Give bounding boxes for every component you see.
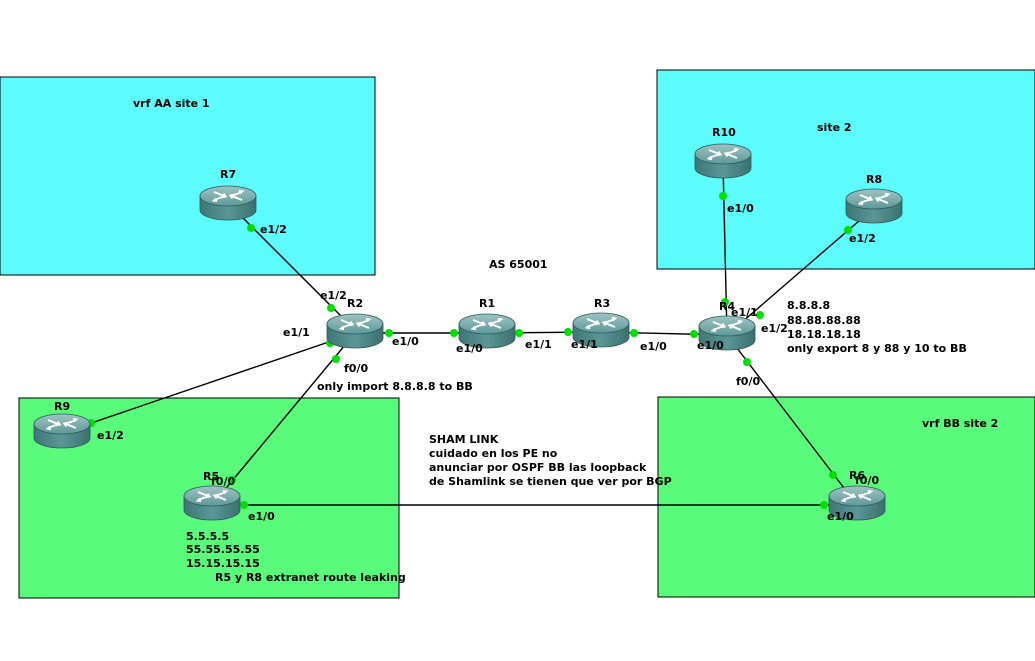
router-icon — [33, 413, 91, 449]
router-icon — [326, 313, 384, 349]
note-sham-link-2: cuidado en los PE no — [429, 447, 558, 460]
router-label-r3: R3 — [594, 297, 610, 310]
router-r10[interactable] — [694, 143, 752, 179]
note-r5-loopback-3: 15.15.15.15 — [186, 557, 260, 570]
router-r9[interactable] — [33, 413, 91, 449]
note-r5-loopback-1: 5.5.5.5 — [186, 530, 229, 543]
if-r9-e12: e1/2 — [97, 429, 124, 442]
if-r10-e10: e1/0 — [727, 202, 754, 215]
if-r5-f00: f0/0 — [211, 475, 235, 488]
router-label-r6: R6 — [849, 469, 865, 482]
router-label-r2: R2 — [347, 297, 363, 310]
note-r4-loopback-1: 8.8.8.8 — [787, 299, 830, 312]
router-icon — [694, 143, 752, 179]
area-vrf-aa-site1 — [0, 76, 376, 276]
router-label-r10: R10 — [712, 126, 736, 139]
note-r4-export: only export 8 y 88 y 10 to BB — [787, 342, 967, 355]
if-r4-e10: e1/0 — [697, 339, 724, 352]
if-r3-e11: e1/1 — [571, 338, 598, 351]
router-label-r1: R1 — [479, 297, 495, 310]
router-r2[interactable] — [326, 313, 384, 349]
link-r2-r5 — [211, 332, 356, 506]
router-label-r4: R4 — [719, 300, 735, 313]
area-label-vrf-bb-site2: vrf BB site 2 — [922, 417, 998, 430]
area-label-vrf-aa-site1: vrf AA site 1 — [133, 97, 210, 110]
router-r7[interactable] — [199, 185, 257, 221]
if-r2-e10: e1/0 — [392, 335, 419, 348]
area-label-site2: site 2 — [817, 121, 852, 134]
router-label-r5: R5 — [203, 470, 219, 483]
if-r2-f00: f0/0 — [344, 362, 368, 375]
note-sham-link-3: anunciar por OSPF BB las loopback — [429, 461, 647, 474]
if-r4-f00: f0/0 — [736, 375, 760, 388]
router-icon — [845, 188, 903, 224]
if-r1-e11: e1/1 — [525, 338, 552, 351]
router-icon — [183, 485, 241, 521]
note-r4-loopback-3: 18.18.18.18 — [787, 328, 861, 341]
if-r3-e10: e1/0 — [640, 340, 667, 353]
if-r8-e12: e1/2 — [849, 232, 876, 245]
note-r5-loopback-2: 55.55.55.55 — [186, 543, 260, 556]
if-r6-f00: f0/0 — [855, 474, 879, 487]
note-r5-r8-extranet: R5 y R8 extranet route leaking — [215, 571, 406, 584]
note-sham-link-4: de Shamlink se tienen que ver por BGP — [429, 475, 672, 488]
router-r8[interactable] — [845, 188, 903, 224]
if-r2-e12: e1/2 — [320, 289, 347, 302]
link-r10-r4 — [722, 162, 728, 336]
note-sham-link-1: SHAM LINK — [429, 433, 499, 446]
as-label: AS 65001 — [489, 258, 548, 271]
router-r5[interactable] — [183, 485, 241, 521]
link-r2-r9 — [61, 332, 356, 434]
note-r4-loopback-2: 88.88.88.88 — [787, 314, 861, 327]
router-label-r7: R7 — [220, 168, 236, 181]
router-label-r9: R9 — [54, 400, 70, 413]
if-r4-e11: e1/1 — [731, 306, 758, 319]
router-icon — [199, 185, 257, 221]
router-label-r8: R8 — [866, 173, 882, 186]
if-r4-e12: e1/2 — [761, 322, 788, 335]
interface-dots — [87, 192, 852, 509]
note-r2-import: only import 8.8.8.8 to BB — [317, 380, 473, 393]
if-r2-e11: e1/1 — [283, 326, 310, 339]
if-r5-e10: e1/0 — [248, 510, 275, 523]
if-r6-e10: e1/0 — [827, 510, 854, 523]
if-r1-e10: e1/0 — [456, 342, 483, 355]
if-r7-e12: e1/2 — [260, 223, 287, 236]
